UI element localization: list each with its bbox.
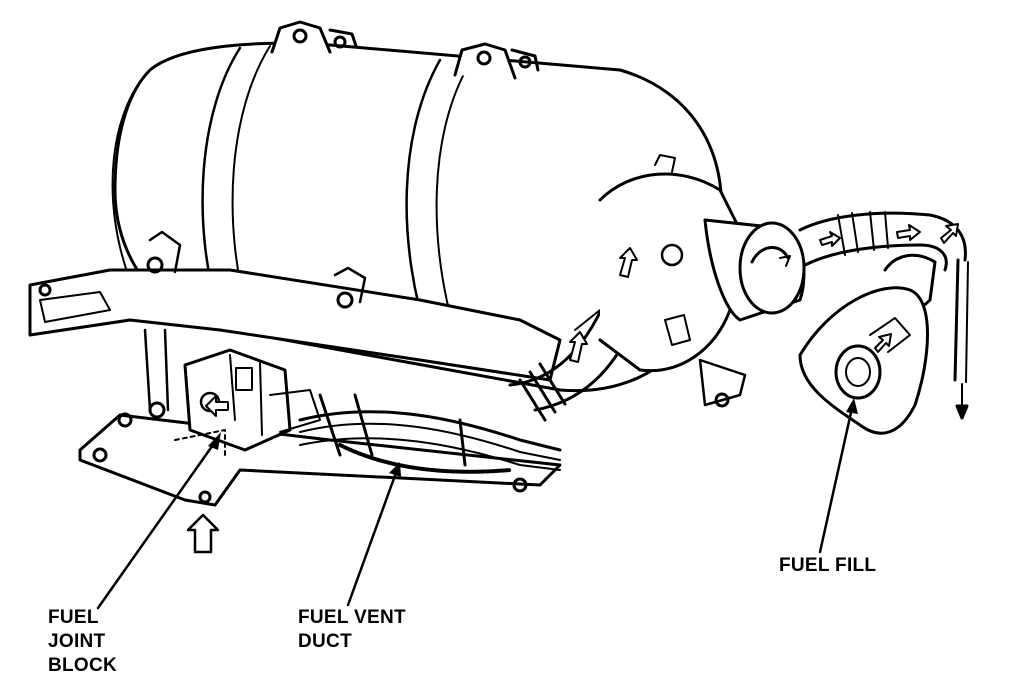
label-fuel-vent-duct: FUEL VENT DUCT xyxy=(298,606,406,654)
label-line: FUEL xyxy=(48,607,99,628)
drain-down-arrow xyxy=(955,383,969,420)
outlet-coupling xyxy=(703,218,806,322)
leader-arrowhead-joint-block xyxy=(208,432,221,450)
label-line: DUCT xyxy=(298,631,352,652)
tank-mounting-bracket xyxy=(270,20,358,54)
tank-cradle-frame xyxy=(28,230,747,419)
flow-arrows xyxy=(205,223,959,417)
leader-arrowhead-vent-duct xyxy=(389,462,401,477)
label-line: JOINT xyxy=(48,631,106,652)
tank-mounting-bracket xyxy=(453,42,540,80)
fuel-fill-cup xyxy=(798,286,929,435)
label-line: FUEL VENT xyxy=(298,607,406,628)
leader-arrowhead-fuel-fill xyxy=(846,398,858,414)
callout-leader-lines xyxy=(96,406,854,610)
label-fuel-fill: FUEL FILL xyxy=(779,554,876,578)
label-line: BLOCK xyxy=(48,655,118,676)
vent-duct-bundle xyxy=(298,393,562,474)
fuel-joint-block-part xyxy=(174,348,321,456)
label-fuel-joint-block: FUEL JOINT BLOCK xyxy=(48,606,117,678)
label-line: FUEL FILL xyxy=(779,555,877,576)
inlet-up-arrow xyxy=(186,513,220,554)
